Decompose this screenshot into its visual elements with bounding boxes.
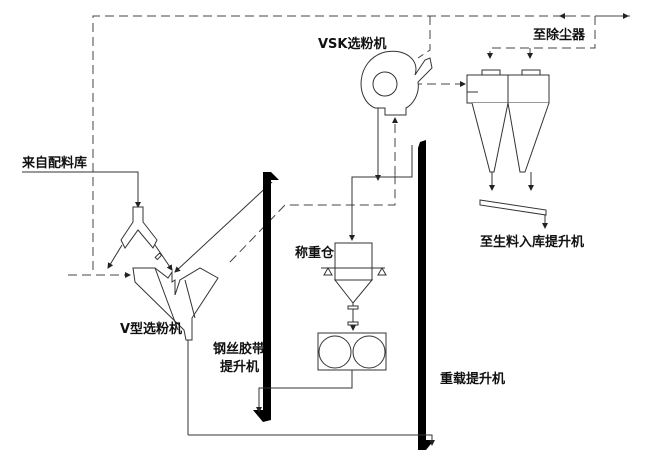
label-heavy-elevator: 重载提升机 bbox=[440, 371, 505, 387]
steel-belt-elevator bbox=[253, 172, 279, 422]
label-steel-belt-elevator-line2: 提升机 bbox=[220, 359, 259, 375]
y-splitter-chute bbox=[107, 206, 173, 271]
feed-line-v-separator-to-heavy-elevator bbox=[188, 434, 435, 446]
air-slide-conveyor bbox=[479, 199, 548, 229]
cyclones bbox=[466, 69, 550, 191]
label-to-raw-meal-elevator: 至生料入库提升机 bbox=[480, 234, 584, 250]
weighing-bin bbox=[321, 242, 387, 331]
roller-press bbox=[256, 332, 387, 413]
gas-duct-v-to-vsk bbox=[229, 170, 396, 263]
label-steel-belt-elevator-line1: 钢丝胶带 bbox=[213, 341, 265, 357]
label-v-separator: V型选粉机 bbox=[120, 321, 182, 337]
heavy-elevator bbox=[418, 140, 434, 450]
label-from-batching: 来自配料库 bbox=[21, 155, 87, 171]
v-separator bbox=[132, 267, 219, 435]
vsk-separator bbox=[360, 50, 433, 181]
label-weighing-bin: 称重仓 bbox=[295, 245, 335, 261]
label-vsk-separator: VSK选粉机 bbox=[318, 36, 387, 52]
feed-line-from-batching bbox=[22, 171, 141, 208]
feed-line-elevator-to-v-separator bbox=[174, 181, 273, 273]
gas-duct-top-loop bbox=[92, 13, 630, 270]
label-to-dust-collector: 至除尘器 bbox=[533, 27, 586, 43]
feed-line-heavy-elevator-to-bin bbox=[349, 145, 413, 241]
